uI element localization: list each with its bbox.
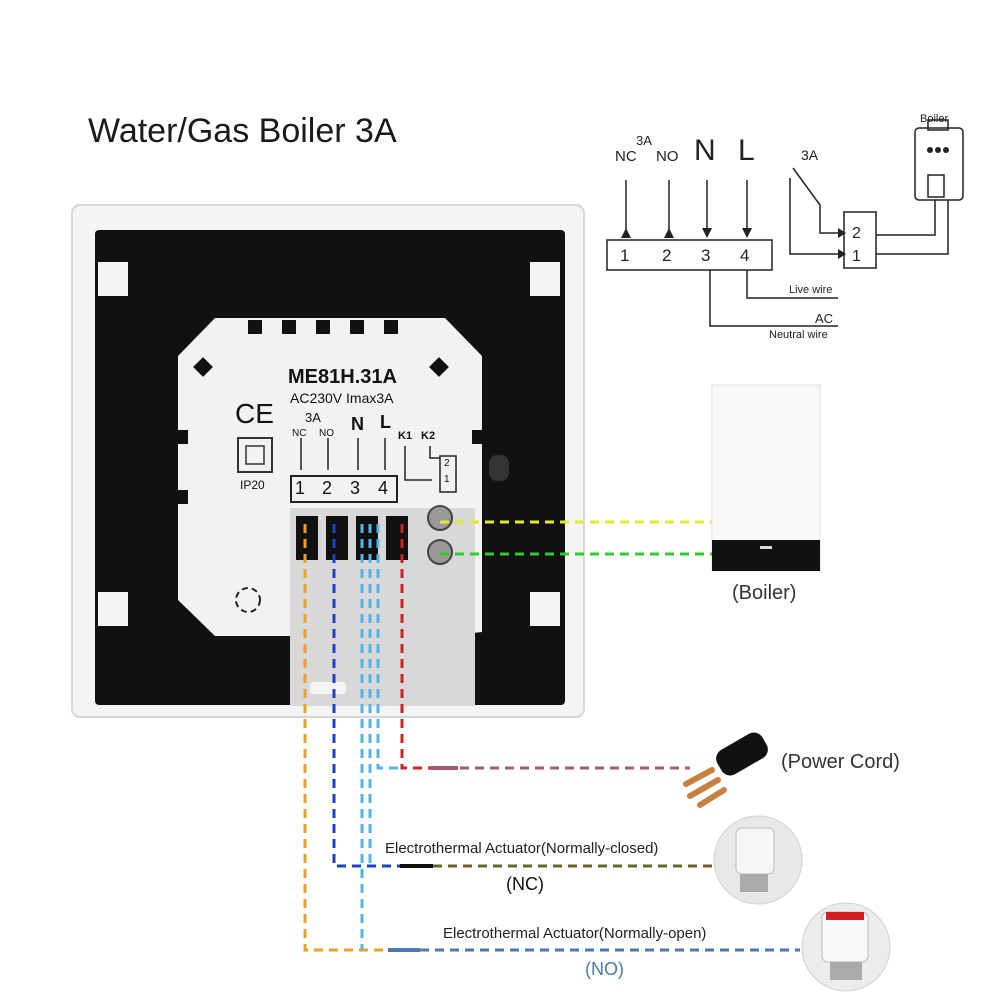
schematic-dry-contact-current: 3A xyxy=(801,147,819,163)
neutral-wire-label: Neutral wire xyxy=(769,329,828,341)
power-cord xyxy=(683,732,768,808)
schematic-diagram xyxy=(606,119,964,327)
wire-neutral-3 xyxy=(376,524,402,770)
device-terminal-3: 3 xyxy=(350,478,361,498)
wire-live xyxy=(400,524,430,770)
boiler-unit xyxy=(711,384,821,572)
device-label-k1: K1 xyxy=(398,430,413,442)
schematic-terminal-4: 4 xyxy=(740,246,750,265)
actuator-nc-tag: (NC) xyxy=(506,874,544,894)
ac-label: AC xyxy=(815,311,834,326)
device-label-n: N xyxy=(351,414,364,434)
ce-mark: CE xyxy=(235,398,274,429)
actuator-no-tag: (NO) xyxy=(585,959,624,979)
schematic-terminal-3: 3 xyxy=(701,246,711,265)
device-model: ME81H.31A xyxy=(288,366,397,388)
live-wire-label: Live wire xyxy=(789,284,833,296)
schematic-label-no: NO xyxy=(656,148,679,165)
schematic-boiler-label: Boiler xyxy=(920,113,949,125)
device-label-k2: K2 xyxy=(421,430,436,442)
schematic-terminal-2: 2 xyxy=(662,246,672,265)
schematic-dry-1: 1 xyxy=(852,248,861,265)
device-label-l: L xyxy=(380,412,391,432)
wires xyxy=(303,520,800,952)
device-dry-1: 1 xyxy=(444,474,450,485)
schematic-dry-2: 2 xyxy=(852,225,861,242)
actuator-no-image xyxy=(801,902,891,992)
device-markings xyxy=(237,437,457,503)
wire-nc xyxy=(332,524,400,868)
device-dry-2: 2 xyxy=(444,458,450,469)
actuator-nc-image xyxy=(713,815,803,905)
actuator-nc-label: Electrothermal Actuator(Normally-closed) xyxy=(385,840,659,857)
schematic-terminal-1: 1 xyxy=(620,246,630,265)
schematic-relay-current: 3A xyxy=(636,133,652,148)
page-title: Water/Gas Boiler 3A xyxy=(88,112,397,150)
wire-no xyxy=(303,524,388,952)
actuator-no-label: Electrothermal Actuator(Normally-open) xyxy=(443,925,707,942)
device-terminal-2: 2 xyxy=(322,478,333,498)
schematic-label-l: L xyxy=(738,134,755,167)
device-label-no: NO xyxy=(319,428,334,439)
boiler-caption: (Boiler) xyxy=(732,582,797,604)
schematic-label-n: N xyxy=(694,134,716,167)
device-rating: AC230V Imax3A xyxy=(290,390,394,406)
device-relay-current: 3A xyxy=(305,410,321,425)
schematic-label-nc: NC xyxy=(615,148,637,165)
ip-rating: IP20 xyxy=(240,478,265,492)
device-terminal-4: 4 xyxy=(378,478,389,498)
device-terminal-1: 1 xyxy=(295,478,306,498)
device-label-nc: NC xyxy=(292,428,307,439)
schematic-arrows xyxy=(621,147,949,259)
power-cord-caption: (Power Cord) xyxy=(781,751,900,773)
